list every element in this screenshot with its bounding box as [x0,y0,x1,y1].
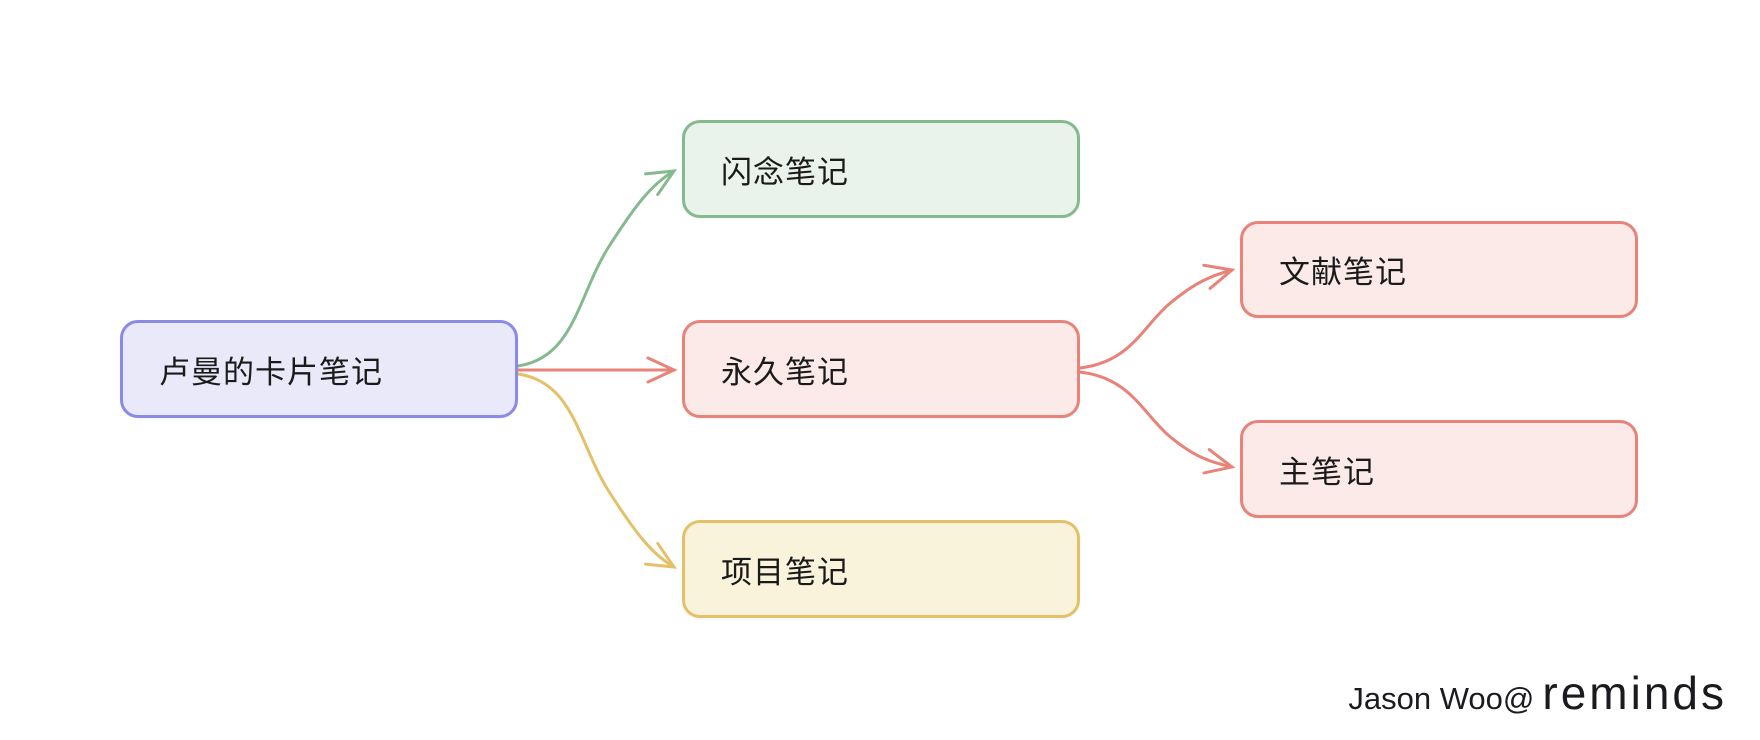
node-project-notes: 项目笔记 [682,520,1080,618]
node-root: 卢曼的卡片笔记 [120,320,518,418]
edge-permanent-literature [1078,263,1236,370]
watermark-author: Jason Woo@ [1348,681,1535,716]
edge-permanent-main [1078,370,1236,475]
watermark-brand-logo: reminds [1542,667,1727,719]
edge-root-project [516,372,678,569]
edge-root-fleeting [516,169,678,368]
node-root-label: 卢曼的卡片笔记 [159,354,383,390]
node-fleeting-notes: 闪念笔记 [682,120,1080,218]
node-fleeting-notes-label: 闪念笔记 [721,154,849,190]
node-permanent-notes-label: 永久笔记 [721,354,849,390]
watermark: Jason Woo@ reminds [1348,666,1727,720]
node-literature-notes-label: 文献笔记 [1279,255,1407,290]
node-main-notes-label: 主笔记 [1279,454,1375,490]
node-main-notes: 主笔记 [1240,420,1638,518]
node-permanent-notes: 永久笔记 [682,320,1080,418]
node-literature-notes: 文献笔记 [1240,221,1638,318]
node-project-notes-label: 项目笔记 [721,554,849,590]
